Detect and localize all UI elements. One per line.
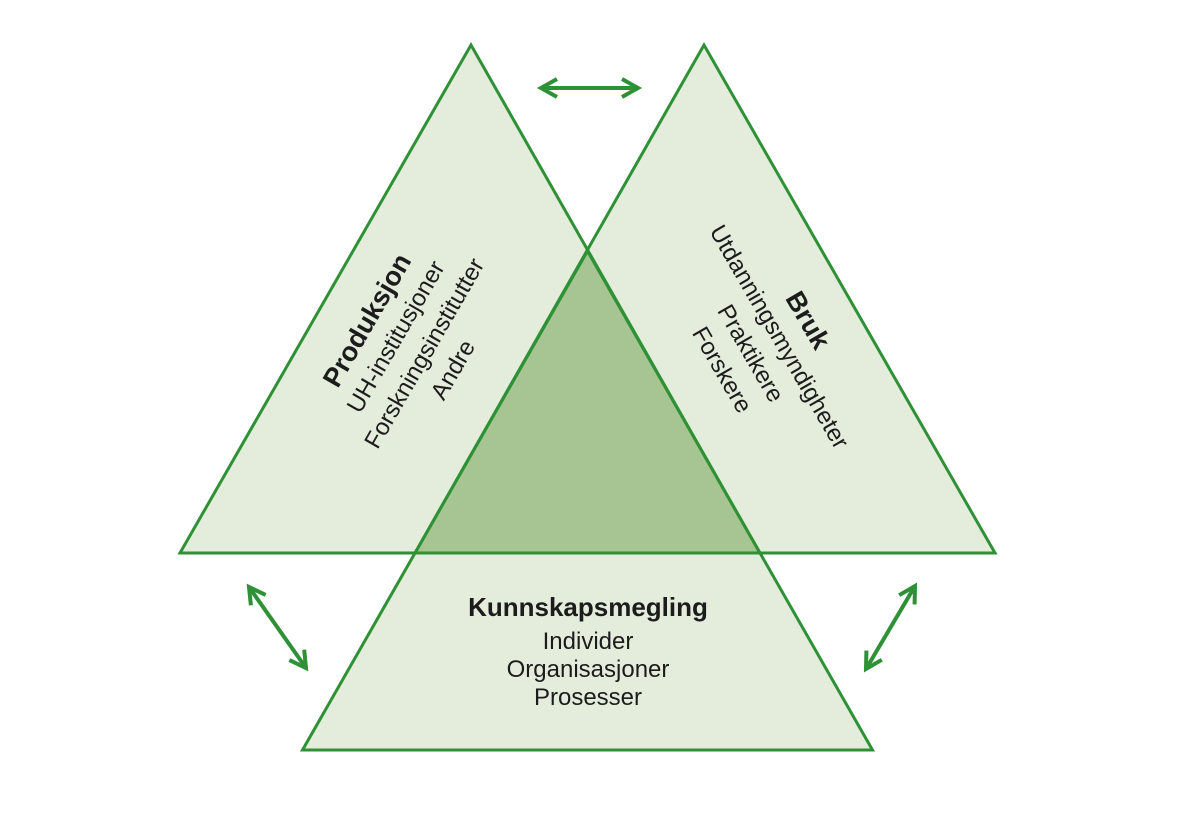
brokering-item: Prosesser <box>533 684 643 711</box>
production-brokering-arrow-icon <box>246 583 309 672</box>
use-brokering-arrow-icon <box>863 582 918 673</box>
production-use-arrow-icon <box>536 77 643 99</box>
brokering-label-block: Kunnskapsmegling Individer Organisasjone… <box>378 590 798 712</box>
brokering-item: Organisasjoner <box>506 656 670 683</box>
brokering-title: Kunnskapsmegling <box>468 592 708 622</box>
overlap-region <box>415 251 760 553</box>
triangle-brokering-outline <box>299 247 876 752</box>
brokering-item: Individer <box>542 628 634 655</box>
